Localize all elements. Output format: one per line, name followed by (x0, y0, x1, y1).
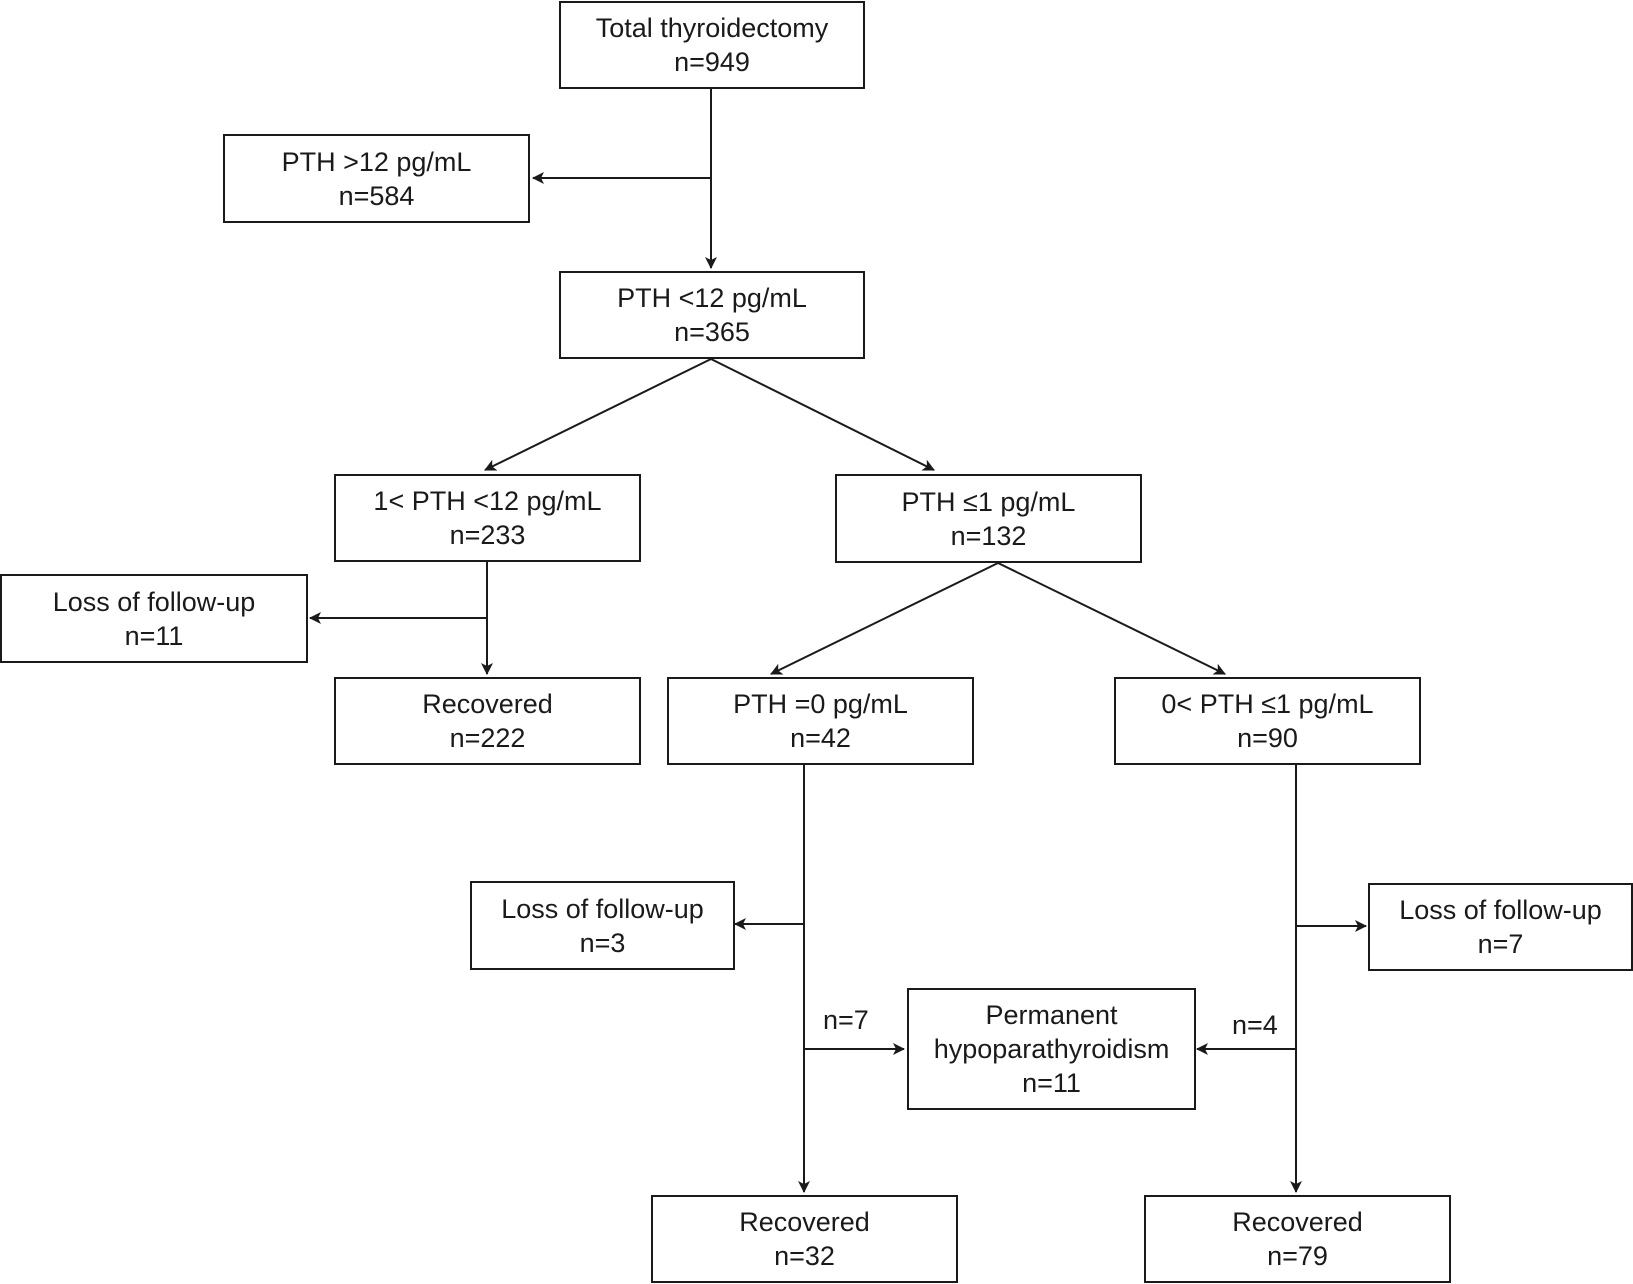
node-recovered: Recovered n=32 (651, 1195, 958, 1283)
node-loss-of-follow-up: Loss of follow-up n=3 (470, 881, 735, 970)
node-count: n=79 (1267, 1241, 1328, 1271)
node-label: Recovered (422, 689, 553, 719)
node-label: 1< PTH <12 pg/mL (373, 486, 602, 516)
node-pth-lt12: PTH <12 pg/mL n=365 (559, 271, 865, 359)
node-count: n=949 (674, 47, 750, 77)
node-pth-1-12: 1< PTH <12 pg/mL n=233 (334, 474, 641, 562)
node-count: n=42 (790, 723, 851, 753)
node-count: n=584 (338, 180, 415, 211)
node-count: n=11 (1022, 1068, 1081, 1098)
node-loss-of-follow-up: Loss of follow-up n=11 (0, 574, 308, 663)
node-label: 0< PTH ≤1 pg/mL (1161, 689, 1374, 719)
node-count: n=365 (674, 317, 750, 347)
node-label: PTH ≤1 pg/mL (901, 486, 1076, 517)
node-label: Loss of follow-up (501, 893, 704, 924)
node-total-thyroidectomy: Total thyroidectomy n=949 (559, 1, 865, 89)
node-count: n=7 (1477, 929, 1524, 959)
node-recovered: Recovered n=222 (334, 677, 641, 765)
edge-pth-lt12-to-pth-1-12 (484, 358, 712, 471)
edge-label-pth0-to-permanent: n=7 (823, 1005, 869, 1035)
node-recovered: Recovered n=79 (1144, 1195, 1451, 1283)
node-label: Recovered (1232, 1207, 1363, 1237)
node-label: Loss of follow-up (1399, 895, 1602, 925)
edge-pth-le1-to-pth-0-1 (997, 562, 1226, 675)
node-count: n=32 (774, 1241, 835, 1271)
node-count: n=132 (950, 520, 1027, 551)
node-label: Permanent (985, 1000, 1118, 1030)
node-count: n=90 (1237, 723, 1298, 753)
node-label: hypoparathyroidism (933, 1034, 1170, 1064)
node-pth-0-1: 0< PTH ≤1 pg/mL n=90 (1114, 677, 1421, 765)
node-label: Total thyroidectomy (595, 13, 829, 43)
node-label: PTH >12 pg/mL (281, 146, 472, 177)
node-count: n=222 (449, 723, 526, 753)
node-pth-gt12: PTH >12 pg/mL n=584 (223, 134, 530, 223)
node-permanent-hypoparathyroidism: Permanent hypoparathyroidism n=11 (907, 988, 1196, 1110)
node-loss-of-follow-up: Loss of follow-up n=7 (1368, 883, 1633, 971)
node-pth-le1: PTH ≤1 pg/mL n=132 (835, 474, 1142, 563)
node-label: Loss of follow-up (52, 586, 256, 617)
edge-pth-le1-to-pth-0 (770, 562, 999, 675)
node-count: n=3 (579, 927, 626, 958)
node-label: PTH <12 pg/mL (617, 283, 807, 313)
node-label: Recovered (739, 1207, 870, 1237)
node-count: n=233 (449, 520, 526, 550)
edge-label-pth01-to-permanent: n=4 (1232, 1010, 1278, 1040)
node-count: n=11 (124, 620, 184, 651)
node-label: PTH =0 pg/mL (733, 689, 908, 719)
node-pth-0: PTH =0 pg/mL n=42 (667, 677, 974, 765)
edge-pth-lt12-to-pth-le1 (710, 358, 935, 471)
